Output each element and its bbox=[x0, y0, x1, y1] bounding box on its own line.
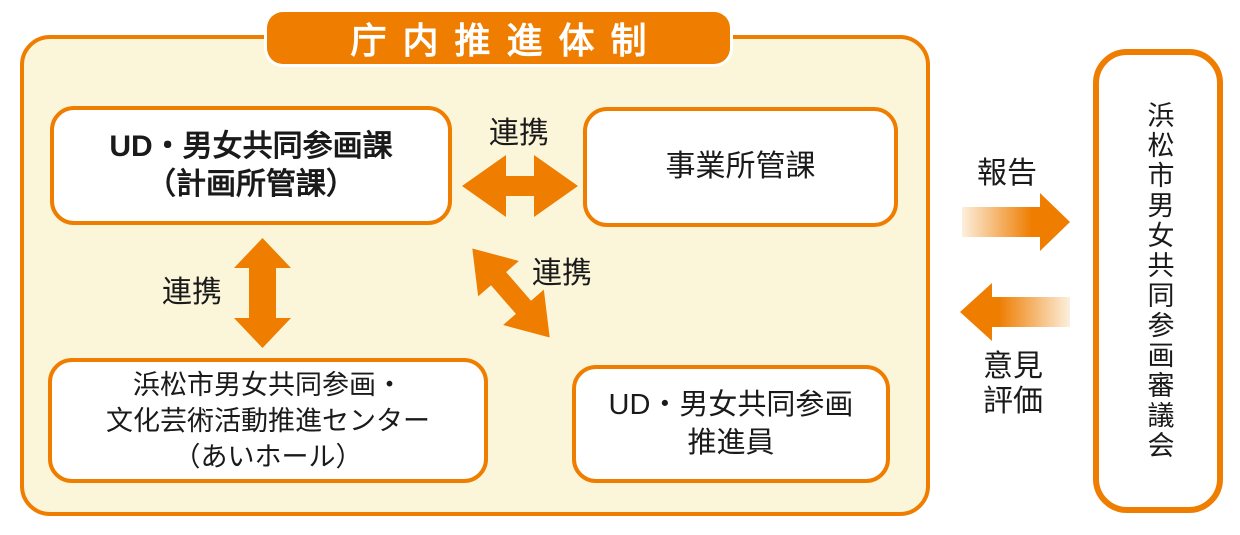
page-title: 庁内推進体制 bbox=[267, 12, 730, 64]
report-label: 報告 bbox=[977, 157, 1037, 190]
council-box: 浜松市男女共同参画審議会 bbox=[1093, 49, 1223, 513]
business-division-box: 事業所管課 bbox=[583, 107, 898, 227]
cooperation-double-arrow-diagonal-icon bbox=[472, 248, 550, 338]
gender-equality-center-box: 浜松市男女共同参画・ 文化芸術活動推進センター （あいホール） bbox=[48, 358, 488, 483]
feedback-label: 意見 評価 bbox=[983, 350, 1043, 418]
council-box-label: 浜松市男女共同参画審議会 bbox=[1143, 101, 1174, 461]
report-arrow-right-icon bbox=[962, 193, 1070, 251]
cooperation-label-left: 連携 bbox=[162, 276, 222, 309]
cooperation-double-arrow-vertical-icon bbox=[234, 238, 291, 348]
feedback-arrow-left-icon bbox=[960, 283, 1070, 341]
planning-division-box: UD・男女共同参画課 （計画所管課） bbox=[50, 106, 452, 225]
cooperation-label-diagonal: 連携 bbox=[532, 257, 592, 290]
cooperation-label-top: 連携 bbox=[489, 117, 549, 150]
cooperation-double-arrow-horizontal-icon bbox=[462, 155, 578, 217]
promoter-box: UD・男女共同参画 推進員 bbox=[572, 365, 890, 483]
